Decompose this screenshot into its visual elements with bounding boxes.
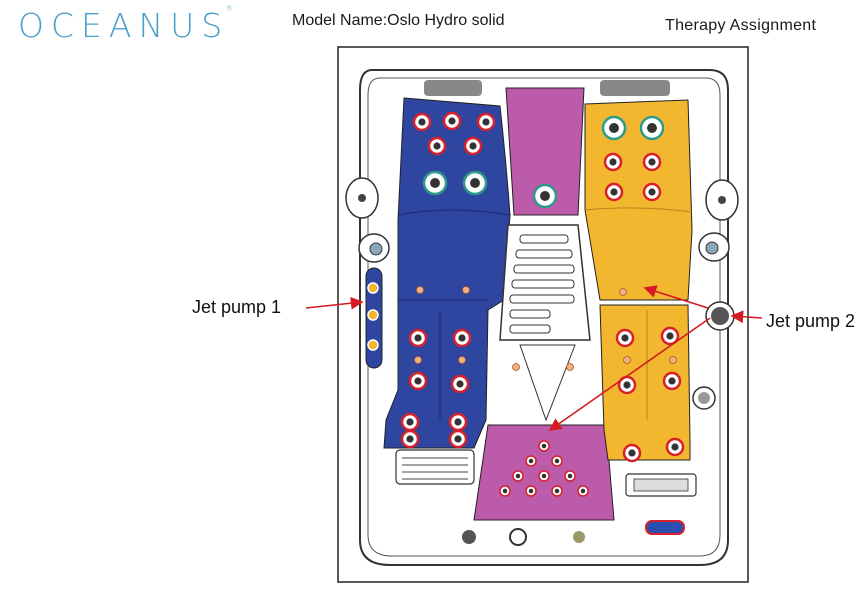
jet [642,182,662,202]
pulse-jet [551,455,563,467]
drain-ring [509,528,527,546]
jet [408,328,428,348]
large-jet [422,170,448,196]
pulse-jet [525,455,537,467]
large-jet [462,170,488,196]
air-jet [669,356,677,364]
air-jet [566,363,574,371]
page-title: Therapy Assignment [665,17,817,34]
air-control [573,531,585,543]
pulse-jet [551,485,563,497]
valve-right [705,241,719,255]
jet [448,412,468,432]
pulse-jet [538,470,550,482]
pump1-jet [367,309,379,321]
large-jet [601,115,627,141]
label-jet-pump-2: Jet pump 2 [766,311,856,331]
large-jet [532,183,558,209]
air-jet [414,356,422,364]
arrow-to-yellow [643,285,709,309]
arrow-jet-pump-1 [305,296,364,310]
yellow-lounger-upper [584,99,693,301]
blue-seam [397,209,511,216]
jet [408,371,428,391]
jet [660,326,680,346]
pulse-jet [499,485,511,497]
purple-backrest [505,87,585,216]
air-jet [512,363,520,371]
jet [427,136,447,156]
pulse-jet [564,470,576,482]
brand-mark: ® [225,4,234,13]
pulse-jet [538,440,550,452]
air-jet [619,288,627,296]
jet [603,152,623,172]
headrest-left [424,80,482,96]
air-jet [462,286,470,294]
jet [615,328,635,348]
speaker-center [698,392,710,404]
pump1-jet [367,339,379,351]
pulse-jet [512,470,524,482]
pulse-jet [525,485,537,497]
jet [400,429,420,449]
tub-rim [367,77,721,557]
valve-left [369,242,383,256]
large-jet [639,115,665,141]
jet [642,152,662,172]
grill-lines [402,457,468,480]
headrest-right [600,80,670,96]
jet [665,437,685,457]
label-jet-pump-1: Jet pump 1 [192,297,282,317]
jet [622,443,642,463]
jet [452,328,472,348]
jet [400,412,420,432]
jets-layer [400,111,685,497]
oceanus-logo: OCEANUS® [18,4,237,45]
jet [662,371,682,391]
center-divider [519,344,576,422]
drain-fitting [462,530,476,544]
jet-pump-2-knob [711,307,729,325]
fitting [358,194,366,202]
pump1-jet [367,282,379,294]
jet [476,112,496,132]
arrow-to-footwell [548,317,711,431]
model-name: Model Name:Oslo Hydro solid [292,12,505,29]
skimmer-inner [633,478,689,492]
air-jet [458,356,466,364]
jet [450,374,470,394]
jet [604,182,624,202]
light-badge [645,520,685,535]
pulse-jet [577,485,589,497]
jet [412,112,432,132]
brand-name: OCEANUS [18,6,230,45]
step-grill [509,234,575,334]
yellow-seam [584,207,693,213]
arrow-jet-pump-2 [730,310,763,324]
jet [463,136,483,156]
jet [448,429,468,449]
air-jet [623,356,631,364]
jet [442,111,462,131]
fitting [718,196,726,204]
air-jet [416,286,424,294]
